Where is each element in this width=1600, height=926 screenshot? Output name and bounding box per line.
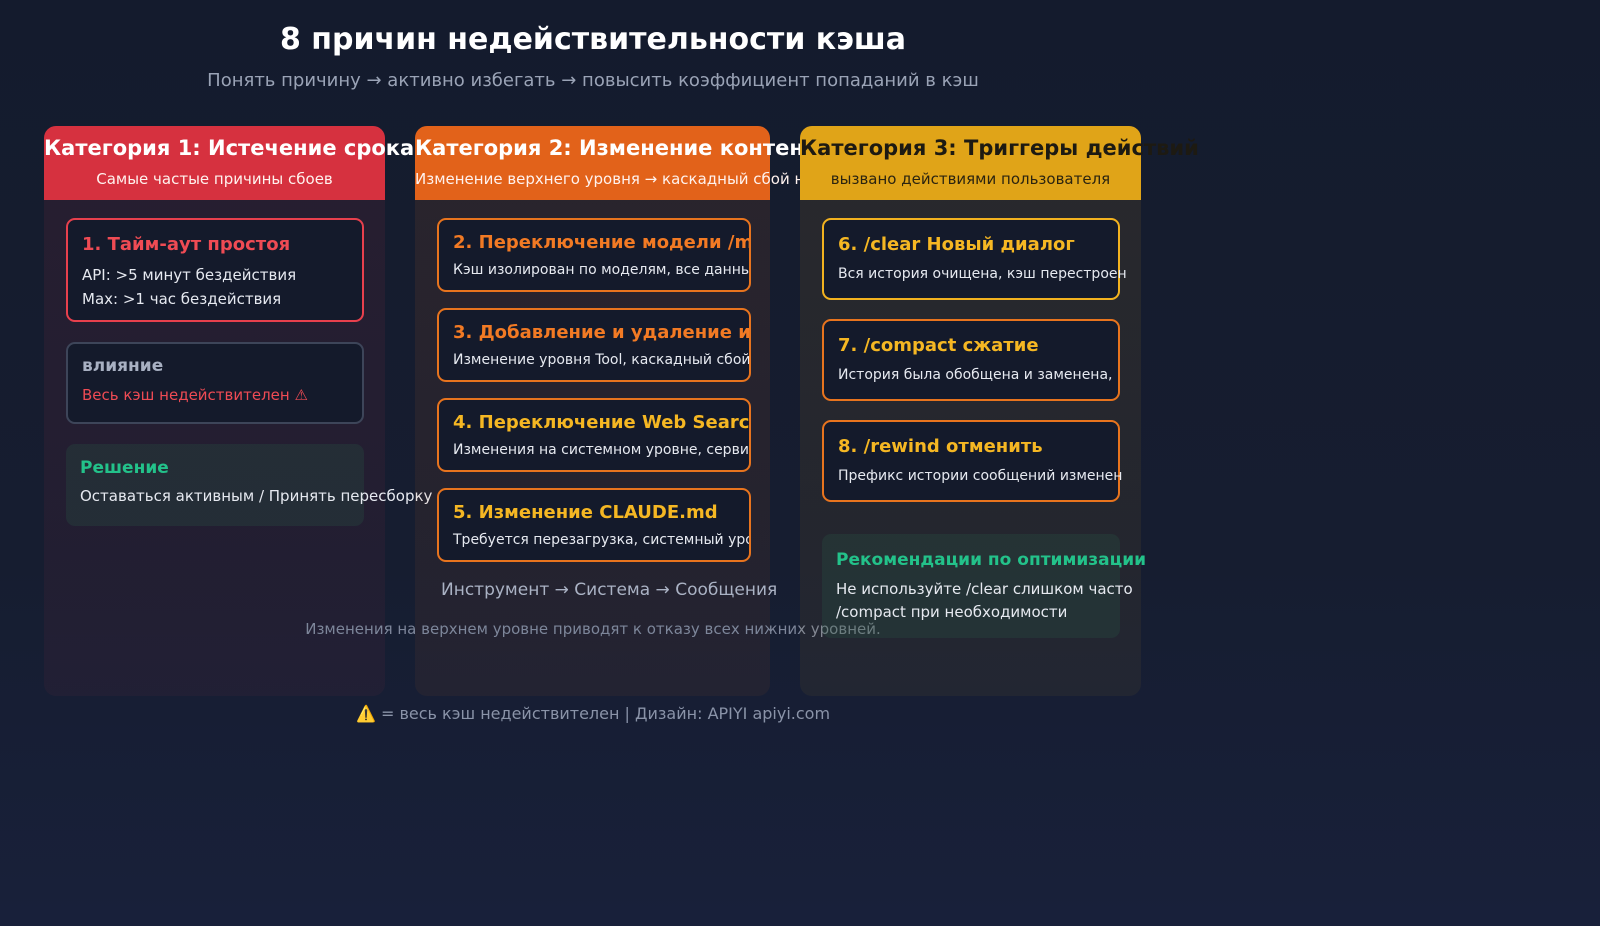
reason-6-card: 6. /clear Новый диалог Вся история очище… bbox=[822, 218, 1127, 300]
category-2-subtitle: Изменение верхнего уровня → каскадный сб… bbox=[415, 170, 926, 188]
reason-7-title: 7. /compact сжатие bbox=[838, 335, 1039, 356]
reason-5-text: Требуется перезагрузка, системный уровен… bbox=[453, 532, 749, 548]
category-3-header: Категория 3: Триггеры действий вызвано д… bbox=[800, 126, 1199, 200]
tips-line-2: /compact при необходимости bbox=[836, 603, 1068, 621]
reason-8-title: 8. /rewind отменить bbox=[838, 436, 1043, 457]
footer: ⚠️ = весь кэш недействителен | Дизайн: A… bbox=[0, 704, 1186, 723]
category-1-column: Категория 1: Истечение срока действия Са… bbox=[44, 126, 534, 696]
impact-text: Весь кэш недействителен ⚠ bbox=[82, 386, 308, 404]
reason-7-card: 7. /compact сжатие История была обобщена… bbox=[822, 319, 1120, 401]
category-2-title: Категория 2: Изменение контента bbox=[415, 136, 831, 160]
category-1-header: Категория 1: Истечение срока действия Са… bbox=[44, 126, 534, 200]
category-3-column: Категория 3: Триггеры действий вызвано д… bbox=[800, 126, 1199, 696]
solution-title: Решение bbox=[80, 458, 169, 478]
footer-text: = весь кэш недействителен | Дизайн: APIY… bbox=[375, 704, 831, 723]
category-3-subtitle: вызвано действиями пользователя bbox=[830, 170, 1111, 188]
page-title: 8 причин недействительности кэша bbox=[279, 22, 907, 57]
reason-5-title: 5. Изменение CLAUDE.md bbox=[453, 502, 718, 523]
impact-card: влияние Весь кэш недействителен ⚠ bbox=[66, 342, 364, 424]
hierarchy-chain: Инструмент → Система → Сообщения bbox=[441, 580, 778, 600]
reason-8-text: Префикс истории сообщений изменен bbox=[838, 468, 1123, 484]
category-3-title: Категория 3: Триггеры действий bbox=[800, 136, 1199, 160]
reason-1-title: 1. Тайм-аут простоя bbox=[82, 234, 291, 255]
tips-line-1: Не используйте /clear слишком часто bbox=[836, 580, 1133, 598]
impact-title: влияние bbox=[82, 356, 164, 376]
optimization-tips-box: Рекомендации по оптимизации Не используй… bbox=[822, 534, 1146, 638]
reason-6-title: 6. /clear Новый диалог bbox=[838, 234, 1075, 255]
reason-3-title: 3. Добавление и удаление инструментов MC… bbox=[453, 322, 751, 343]
reason-3-text: Изменение уровня Tool, каскадный сбой bbox=[453, 352, 751, 368]
reason-4-card: 4. Переключение Web Search Изменения на … bbox=[437, 398, 751, 472]
category-1-title: Категория 1: Истечение срока действия bbox=[44, 136, 534, 160]
reason-3-card: 3. Добавление и удаление инструментов MC… bbox=[437, 308, 751, 382]
category-2-header: Категория 2: Изменение контента Изменени… bbox=[415, 126, 926, 200]
footer-warning-icon: ⚠️ bbox=[355, 704, 376, 723]
reason-6-text: Вся история очищена, кэш перестроен bbox=[838, 266, 1127, 282]
solution-text: Оставаться активным / Принять пересборку bbox=[80, 487, 433, 505]
category-2-column: Категория 2: Изменение контента Изменени… bbox=[415, 126, 926, 696]
reason-1-line-2: Max: >1 час бездействия bbox=[82, 290, 282, 308]
reason-2-card: 2. Переключение модели /model Кэш изолир… bbox=[437, 218, 751, 292]
tips-title: Рекомендации по оптимизации bbox=[836, 550, 1147, 570]
reason-1-card: 1. Тайм-аут простоя API: >5 минут бездей… bbox=[66, 218, 364, 322]
hierarchy-note: Изменения на верхнем уровне приводят к о… bbox=[305, 620, 881, 638]
reason-3-line: Изменение уровня Tool, каскадный сбой ⚠ bbox=[453, 352, 751, 368]
reason-5-card: 5. Изменение CLAUDE.md Требуется перезаг… bbox=[437, 488, 751, 562]
reason-2-title: 2. Переключение модели /model bbox=[453, 232, 749, 253]
reason-4-title: 4. Переключение Web Search bbox=[453, 412, 751, 433]
category-1-subtitle: Самые частые причины сбоев bbox=[96, 170, 333, 188]
reason-8-card: 8. /rewind отменить Префикс истории сооб… bbox=[822, 420, 1123, 502]
page-subtitle: Понять причину → активно избегать → повы… bbox=[207, 70, 979, 91]
solution-box: Решение Оставаться активным / Принять пе… bbox=[66, 444, 432, 526]
reason-2-text: Кэш изолирован по моделям, все данные бу… bbox=[453, 262, 751, 278]
reason-4-text: Изменения на системном уровне, сервис-пр… bbox=[453, 442, 749, 458]
reason-1-line-1: API: >5 минут бездействия bbox=[82, 266, 297, 284]
reason-7-text: История была обобщена и заменена, префик… bbox=[838, 367, 1118, 383]
